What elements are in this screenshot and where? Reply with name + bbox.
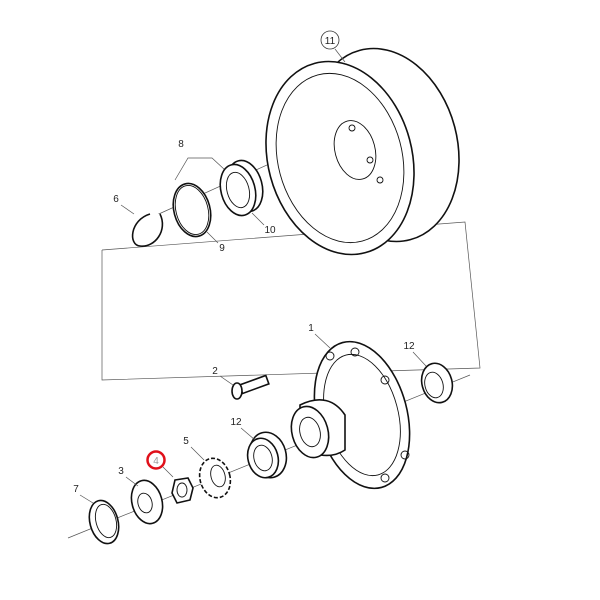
callout-8: 8 — [178, 139, 184, 150]
callout-8-bracket — [174, 157, 226, 181]
callout-6: 6 — [113, 194, 119, 205]
snap-ring[interactable] — [131, 213, 164, 247]
callout-circle-11 — [320, 30, 340, 50]
callout-9: 9 — [219, 243, 225, 254]
hex-nut[interactable] — [171, 477, 194, 504]
assembly-frame — [101, 221, 481, 381]
wheel-stud[interactable] — [231, 374, 270, 400]
brake-drum[interactable] — [245, 32, 480, 272]
o-ring[interactable] — [168, 179, 217, 240]
callout-2: 2 — [212, 366, 218, 377]
rear-bearing[interactable] — [417, 360, 456, 406]
lock-washer[interactable] — [127, 477, 167, 527]
callout-5: 5 — [183, 436, 189, 447]
callout-10: 10 — [264, 225, 276, 236]
callout-1: 1 — [308, 323, 314, 334]
callout-4[interactable]: 4 — [153, 456, 159, 467]
outer-bearing[interactable] — [215, 156, 268, 219]
callout-3: 3 — [118, 466, 124, 477]
callout-12-rear: 12 — [403, 341, 415, 352]
callout-12-front: 12 — [230, 417, 242, 428]
front-bearing[interactable] — [243, 428, 291, 482]
seal-ring[interactable] — [85, 497, 123, 547]
slotted-lock-nut[interactable] — [195, 455, 234, 501]
wheel-hub[interactable] — [286, 331, 425, 499]
callout-7: 7 — [73, 484, 79, 495]
callout-11: 11 — [325, 36, 336, 47]
highlight-circle-4[interactable] — [146, 450, 166, 470]
